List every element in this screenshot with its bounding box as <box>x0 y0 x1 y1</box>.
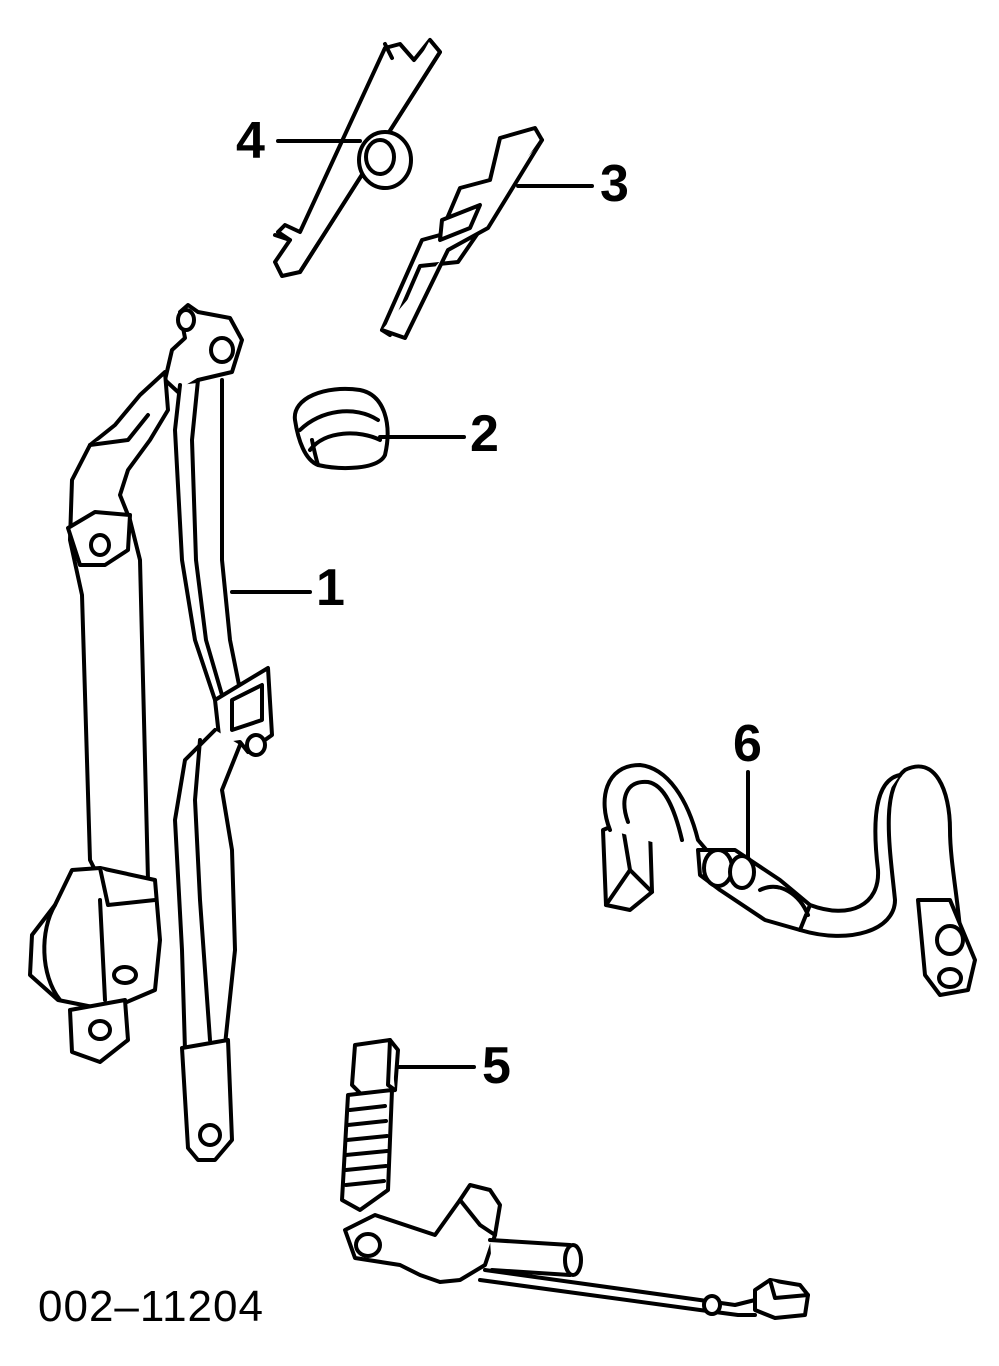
part-3-trim-cover <box>380 126 544 340</box>
part-1-seat-belt-assembly <box>28 303 274 1162</box>
diagram-code: 002–11204 <box>38 1282 264 1331</box>
part-4-anchor-rail <box>273 38 442 278</box>
callout-6: 6 <box>733 715 762 773</box>
callout-1: 1 <box>316 559 345 617</box>
part-6-sensor-harness <box>601 763 977 997</box>
part-5-buckle-switch <box>340 1038 810 1320</box>
callout-4: 4 <box>236 112 265 170</box>
callout-3: 3 <box>600 155 629 213</box>
callout-5: 5 <box>482 1037 511 1095</box>
part-2-cap <box>292 387 390 470</box>
callout-2: 2 <box>470 405 499 463</box>
